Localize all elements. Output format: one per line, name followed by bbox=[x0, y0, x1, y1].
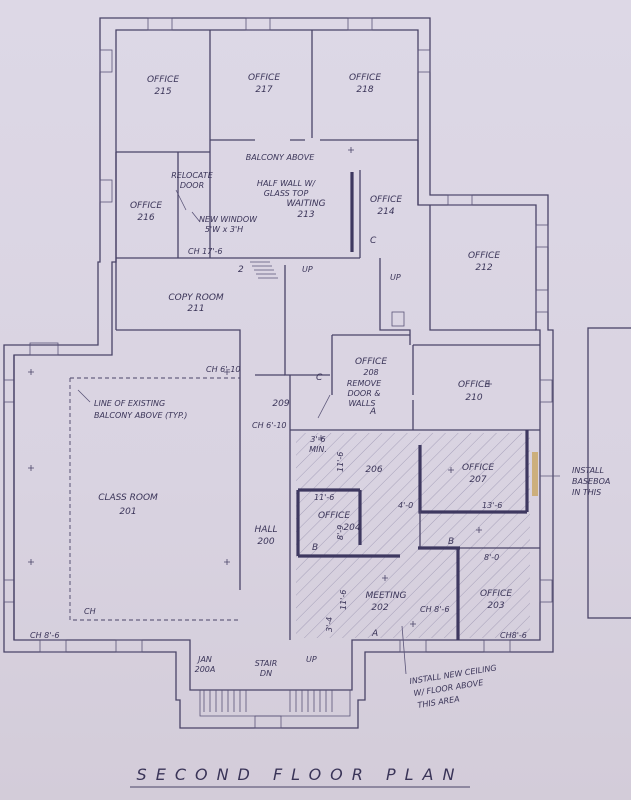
remove-door-note-2: DOOR & bbox=[347, 389, 380, 398]
up-mark-1: UP bbox=[302, 265, 313, 274]
hatched-ceiling-area bbox=[296, 433, 530, 638]
office-214-number: 214 bbox=[377, 207, 394, 217]
ch-8-6-left: CH 8'-6 bbox=[30, 631, 59, 640]
office-214-label: OFFICE bbox=[370, 195, 402, 205]
stair-treads bbox=[203, 261, 333, 712]
copy-room-number: 211 bbox=[187, 304, 204, 314]
mark-2: 2 bbox=[238, 265, 244, 275]
waiting-213-number: 213 bbox=[297, 210, 314, 220]
office-204-label: OFFICE bbox=[318, 511, 350, 521]
office-218-label: OFFICE bbox=[349, 73, 381, 83]
adjacent-structure bbox=[587, 327, 631, 619]
office-208-label: OFFICE bbox=[355, 357, 387, 367]
waiting-213-note1: HALF WALL W/ bbox=[257, 179, 316, 188]
office-216-label: OFFICE bbox=[130, 201, 162, 211]
office-210-label: OFFICE bbox=[458, 380, 490, 390]
dim-11-6-a: 11'-6 bbox=[314, 493, 334, 502]
baseboard-marker bbox=[532, 452, 538, 496]
mark-c-1: C bbox=[370, 236, 377, 246]
classroom-number: 201 bbox=[119, 507, 136, 517]
ch-17-6: CH 17'-6 bbox=[188, 247, 223, 256]
office-208-number: 208 bbox=[363, 368, 378, 377]
plan-title: SECOND FLOOR PLAN bbox=[137, 765, 464, 784]
install-ceiling-note-3: THIS AREA bbox=[417, 694, 460, 710]
office-210-number: 210 bbox=[465, 393, 482, 403]
dim-8-9: 8'-9 bbox=[336, 525, 345, 540]
marks: UP UP UP A A B B C C 2 bbox=[238, 236, 454, 664]
ch-8-6-mid: CH 8'-6 bbox=[420, 605, 449, 614]
dim-8-0: 8'-0 bbox=[484, 553, 499, 562]
dim-11-6-c: 11'-6 bbox=[339, 590, 348, 610]
balcony-above-note: BALCONY ABOVE bbox=[246, 153, 315, 162]
office-217-label: OFFICE bbox=[248, 73, 280, 83]
ch-6-10-b: CH 6'-10 bbox=[252, 421, 287, 430]
new-window-note-2: 5'W x 3'H bbox=[205, 225, 243, 234]
mark-c-2: C bbox=[316, 373, 323, 383]
balcony-lines bbox=[69, 377, 240, 621]
relocate-door-note-2: DOOR bbox=[180, 181, 204, 190]
office-212-number: 212 bbox=[475, 263, 492, 273]
room-206-number: 206 bbox=[365, 465, 382, 475]
up-mark-3: UP bbox=[306, 655, 317, 664]
office-217-number: 217 bbox=[255, 85, 272, 95]
office-218-number: 218 bbox=[356, 85, 373, 95]
ch-6-10-a: CH 6'-10 bbox=[206, 365, 241, 374]
dim-13-6: 13'-6 bbox=[482, 501, 502, 510]
mark-b-1: B bbox=[312, 543, 318, 553]
fixture-marks bbox=[28, 147, 492, 627]
office-207-label: OFFICE bbox=[462, 463, 494, 473]
leader-lines bbox=[77, 189, 560, 675]
meeting-label: MEETING bbox=[366, 591, 407, 601]
office-204-number: 204 bbox=[343, 523, 360, 533]
office-215-label: OFFICE bbox=[147, 75, 179, 85]
up-mark-2: UP bbox=[390, 273, 401, 282]
ch-left: CH bbox=[84, 607, 96, 616]
hall-number: 200 bbox=[257, 537, 274, 547]
interior-walls bbox=[13, 30, 540, 640]
stair-label: STAIR bbox=[255, 659, 278, 668]
room-labels: OFFICE 215 OFFICE 217 OFFICE 218 OFFICE … bbox=[98, 73, 512, 674]
office-212-label: OFFICE bbox=[468, 251, 500, 261]
line-existing-note-1: LINE OF EXISTING bbox=[94, 399, 165, 408]
mark-a-1: A bbox=[369, 407, 376, 417]
waiting-213-note2: GLASS TOP bbox=[264, 189, 309, 198]
mark-a-2: A bbox=[371, 629, 378, 639]
remove-door-note-1: REMOVE bbox=[347, 379, 382, 388]
line-existing-note-2: BALCONY ABOVE (TYP.) bbox=[94, 411, 187, 420]
jan-number: 200A bbox=[195, 665, 216, 674]
copy-room-label: COPY ROOM bbox=[168, 293, 224, 303]
waiting-213-label: WAITING bbox=[286, 199, 325, 209]
mark-b-2: B bbox=[448, 537, 454, 547]
install-baseboard-note-3: IN THIS bbox=[572, 488, 601, 497]
office-203-number: 203 bbox=[487, 601, 504, 611]
dim-3-4: 3'-4 bbox=[325, 617, 334, 632]
dimensions: CH 17'-6 CH 6'-10 CH 6'-10 3'-6 MIN. CH … bbox=[30, 247, 527, 640]
dim-11-6-b: 11'-6 bbox=[336, 452, 345, 472]
office-207-number: 207 bbox=[469, 475, 486, 485]
hall-label: HALL bbox=[255, 525, 278, 535]
room-209-number: 209 bbox=[272, 399, 289, 409]
min-label: MIN. bbox=[309, 445, 327, 454]
relocate-door-note-1: RELOCATE bbox=[171, 171, 213, 180]
windows bbox=[3, 17, 553, 729]
office-216-number: 216 bbox=[137, 213, 154, 223]
classroom-label: CLASS ROOM bbox=[98, 493, 158, 503]
remove-door-note-3: WALLS bbox=[349, 399, 376, 408]
min-3-6: 3'-6 bbox=[310, 435, 325, 444]
stair-direction: DN bbox=[260, 669, 272, 678]
new-window-note-1: NEW WINDOW bbox=[199, 215, 258, 224]
ch-8-6-right: CH8'-6 bbox=[500, 631, 527, 640]
meeting-number: 202 bbox=[371, 603, 388, 613]
jan-label: JAN bbox=[196, 655, 212, 664]
office-203-label: OFFICE bbox=[480, 589, 512, 599]
office-215-number: 215 bbox=[154, 87, 171, 97]
install-baseboard-note-2: BASEBOA bbox=[572, 477, 610, 486]
dim-4-0: 4'-0 bbox=[398, 501, 413, 510]
